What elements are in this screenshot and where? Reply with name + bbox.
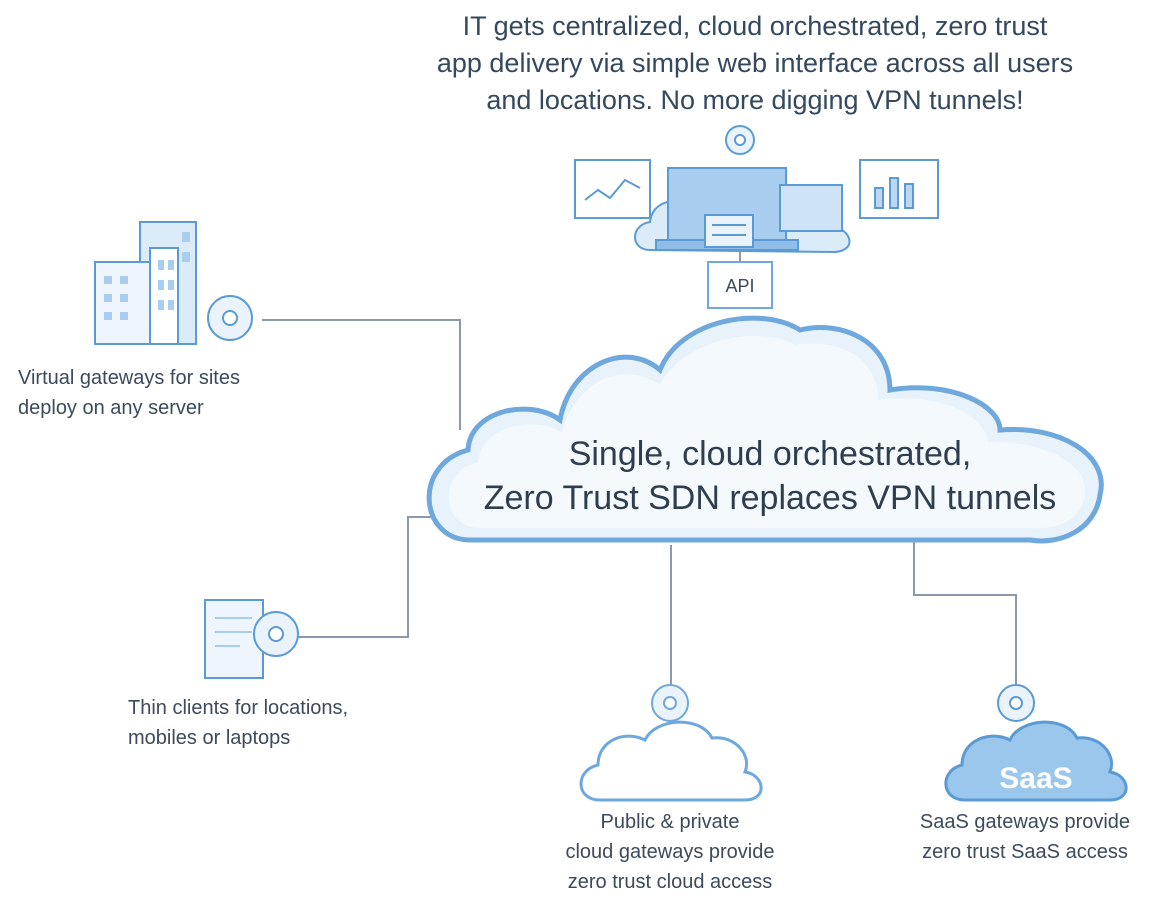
saas-caption-line-1: SaaS gateways provide	[919, 811, 1131, 833]
saas-badge-label: SaaS	[999, 762, 1072, 795]
top-caption-line-1: IT gets centralized, cloud orchestrated,…	[462, 11, 1048, 41]
saas-cloud-icon	[944, 684, 1128, 802]
clients-caption-line-1: Thin clients for locations,	[128, 697, 349, 719]
clients-caption: Thin clients for locations, mobiles or l…	[128, 693, 428, 753]
saas-caption-line-2: zero trust SaaS access	[922, 841, 1128, 863]
connector-saas	[913, 540, 1017, 685]
top-caption-line-3: and locations. No more digging VPN tunne…	[486, 85, 1024, 115]
sites-caption-line-1: Virtual gateways for sites	[18, 367, 240, 389]
central-cloud-label-line-2: Zero Trust SDN replaces VPN tunnels	[483, 479, 1057, 517]
dashboard-devices-icon	[574, 125, 939, 254]
sites-caption: Virtual gateways for sites deploy on any…	[18, 363, 318, 423]
top-caption: IT gets centralized, cloud orchestrated,…	[340, 8, 1154, 119]
public-cloud-caption: Public & private cloud gateways provide …	[520, 807, 820, 897]
api-box	[707, 261, 773, 309]
central-cloud	[426, 315, 1104, 544]
thin-client-icon	[204, 599, 299, 679]
sites-caption-line-2: deploy on any server	[18, 397, 204, 419]
clients-caption-line-2: mobiles or laptops	[128, 727, 291, 749]
top-caption-line-2: app delivery via simple web interface ac…	[436, 48, 1074, 78]
public-cloud-caption-line-1: Public & private	[600, 811, 740, 833]
saas-caption: SaaS gateways provide zero trust SaaS ac…	[880, 807, 1154, 867]
buildings-icon	[94, 221, 253, 345]
central-cloud-inner-shape	[448, 335, 1086, 529]
connector-lines	[262, 240, 1017, 685]
connector-clients	[296, 516, 432, 638]
central-cloud-label-line-1: Single, cloud orchestrated,	[568, 435, 972, 473]
public-cloud-icon	[579, 684, 763, 802]
connector-sites	[262, 319, 461, 430]
public-cloud-caption-line-3: zero trust cloud access	[567, 871, 773, 893]
public-cloud-caption-line-2: cloud gateways provide	[565, 841, 775, 863]
central-cloud-label: Single, cloud orchestrated, Zero Trust S…	[430, 432, 1110, 520]
api-label: API	[725, 276, 754, 296]
